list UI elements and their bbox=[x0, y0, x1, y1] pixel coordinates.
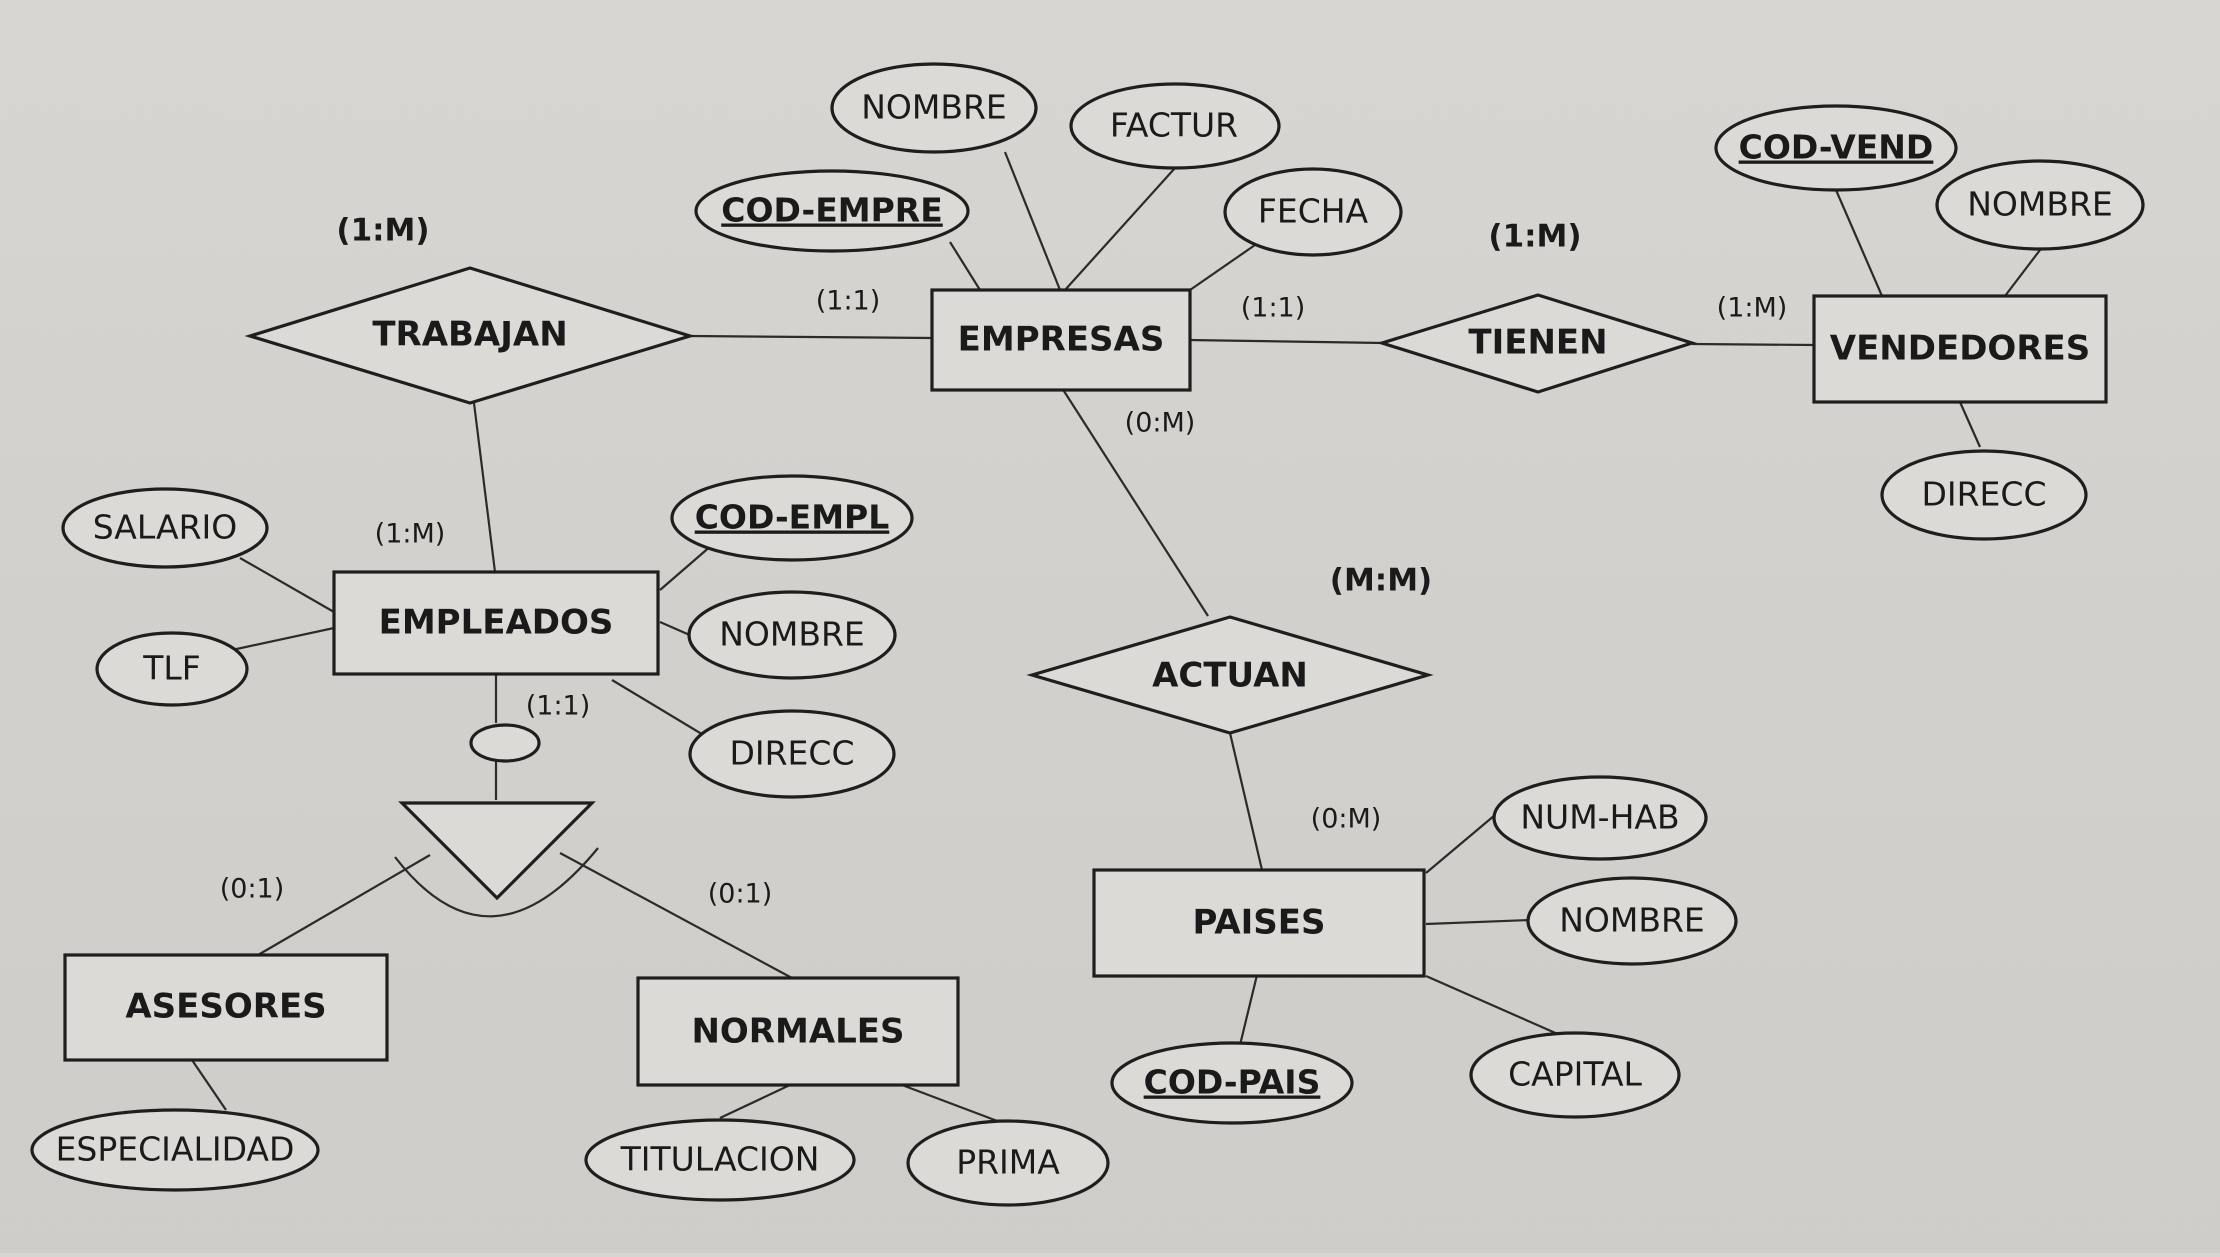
relationship-trabajan: TRABAJAN bbox=[244, 266, 696, 405]
attribute-vendedores-nombre-label: NOMBRE bbox=[1967, 185, 2113, 224]
attribute-empresas-cod-empre: COD-EMPRE bbox=[694, 169, 970, 253]
attribute-vendedores-direcc: DIRECC bbox=[1880, 449, 2088, 541]
cardinality-tienen: (1:M) bbox=[1488, 219, 1581, 255]
attribute-empleados-salario-label: SALARIO bbox=[93, 508, 238, 547]
attribute-normales-prima: PRIMA bbox=[906, 1119, 1110, 1207]
hierarchy-symbol bbox=[398, 723, 596, 901]
attribute-empresas-cod-empre-label: COD-EMPRE bbox=[721, 191, 943, 230]
attribute-normales-prima-label: PRIMA bbox=[956, 1143, 1060, 1182]
attribute-paises-num-hab-label: NUM-HAB bbox=[1520, 798, 1679, 837]
relationship-tienen: TIENEN bbox=[1376, 293, 1698, 394]
attribute-empleados-direcc-label: DIRECC bbox=[729, 734, 854, 773]
cardinality-hierarchy-normales: (0:1) bbox=[708, 879, 773, 910]
attribute-asesores-especialidad: ESPECIALIDAD bbox=[30, 1108, 320, 1192]
attribute-empleados-direcc: DIRECC bbox=[688, 709, 896, 799]
attribute-paises-cod-pais-label: COD-PAIS bbox=[1144, 1063, 1321, 1102]
entity-vendedores: VENDEDORES bbox=[1812, 294, 2108, 404]
attribute-paises-capital: CAPITAL bbox=[1469, 1031, 1681, 1119]
hierarchy-triangle bbox=[398, 801, 596, 901]
attribute-empleados-tlf: TLF bbox=[95, 631, 249, 707]
entity-empleados: EMPLEADOS bbox=[332, 570, 660, 676]
entity-asesores-label: ASESORES bbox=[125, 987, 326, 1027]
cardinality-tienen-vendedores: (1:M) bbox=[1717, 293, 1788, 324]
attribute-empresas-factur-label: FACTUR bbox=[1110, 106, 1238, 145]
entity-empresas: EMPRESAS bbox=[930, 288, 1192, 392]
attribute-paises-capital-label: CAPITAL bbox=[1508, 1055, 1642, 1094]
attribute-paises-num-hab: NUM-HAB bbox=[1492, 775, 1708, 861]
entity-normales-label: NORMALES bbox=[691, 1012, 904, 1052]
attribute-paises-cod-pais: COD-PAIS bbox=[1110, 1041, 1354, 1125]
entity-vendedores-label: VENDEDORES bbox=[1830, 329, 2090, 369]
attribute-empleados-nombre: NOMBRE bbox=[687, 590, 897, 680]
cardinality-actuan-empresas: (0:M) bbox=[1125, 408, 1196, 439]
relationship-actuan-label: ACTUAN bbox=[1152, 656, 1308, 696]
attribute-vendedores-nombre: NOMBRE bbox=[1935, 159, 2145, 251]
attribute-empresas-nombre: NOMBRE bbox=[830, 62, 1038, 154]
cardinality-trabajan-empleados: (1:M) bbox=[375, 519, 446, 550]
attribute-empresas-fecha-label: FECHA bbox=[1258, 192, 1369, 231]
attribute-asesores-especialidad-label: ESPECIALIDAD bbox=[56, 1130, 295, 1169]
relationship-trabajan-label: TRABAJAN bbox=[372, 315, 567, 355]
relationship-tienen-label: TIENEN bbox=[1468, 323, 1607, 363]
attribute-normales-titulacion-label: TITULACION bbox=[620, 1140, 820, 1179]
cardinality-trabajan: (1:M) bbox=[336, 213, 429, 249]
attribute-empleados-tlf-label: TLF bbox=[142, 649, 201, 688]
entity-empresas-label: EMPRESAS bbox=[958, 320, 1165, 360]
attribute-normales-titulacion: TITULACION bbox=[584, 1118, 856, 1202]
relationship-actuan: ACTUAN bbox=[1026, 615, 1434, 735]
attribute-empresas-fecha: FECHA bbox=[1223, 167, 1403, 257]
attribute-empresas-factur: FACTUR bbox=[1069, 82, 1281, 170]
hierarchy-circle bbox=[469, 723, 541, 763]
entity-paises-label: PAISES bbox=[1193, 903, 1326, 943]
connector-lines bbox=[191, 151, 2041, 1124]
entity-normales: NORMALES bbox=[636, 976, 960, 1087]
attribute-empresas-nombre-label: NOMBRE bbox=[861, 88, 1007, 127]
attribute-vendedores-cod-vend-label: COD-VEND bbox=[1739, 128, 1934, 167]
cardinality-tienen-empresas: (1:1) bbox=[1241, 293, 1306, 324]
cardinality-hierarchy-parent: (1:1) bbox=[526, 691, 591, 722]
attribute-paises-nombre-label: NOMBRE bbox=[1559, 901, 1705, 940]
entity-paises: PAISES bbox=[1092, 868, 1426, 978]
cardinality-hierarchy-asesores: (0:1) bbox=[220, 874, 285, 905]
cardinality-trabajan-empresas: (1:1) bbox=[816, 286, 881, 317]
entity-asesores: ASESORES bbox=[63, 953, 389, 1062]
cardinality-actuan-paises: (0:M) bbox=[1311, 804, 1382, 835]
attribute-empleados-cod-empl-label: COD-EMPL bbox=[695, 498, 890, 537]
attribute-empleados-cod-empl: COD-EMPL bbox=[670, 474, 914, 562]
attribute-paises-nombre: NOMBRE bbox=[1526, 876, 1738, 966]
attribute-empleados-salario: SALARIO bbox=[61, 487, 269, 569]
entity-empleados-label: EMPLEADOS bbox=[379, 603, 614, 643]
cardinality-actuan: (M:M) bbox=[1330, 563, 1432, 599]
attribute-vendedores-cod-vend: COD-VEND bbox=[1714, 104, 1958, 192]
attribute-vendedores-direcc-label: DIRECC bbox=[1921, 475, 2046, 514]
attribute-empleados-nombre-label: NOMBRE bbox=[719, 615, 865, 654]
